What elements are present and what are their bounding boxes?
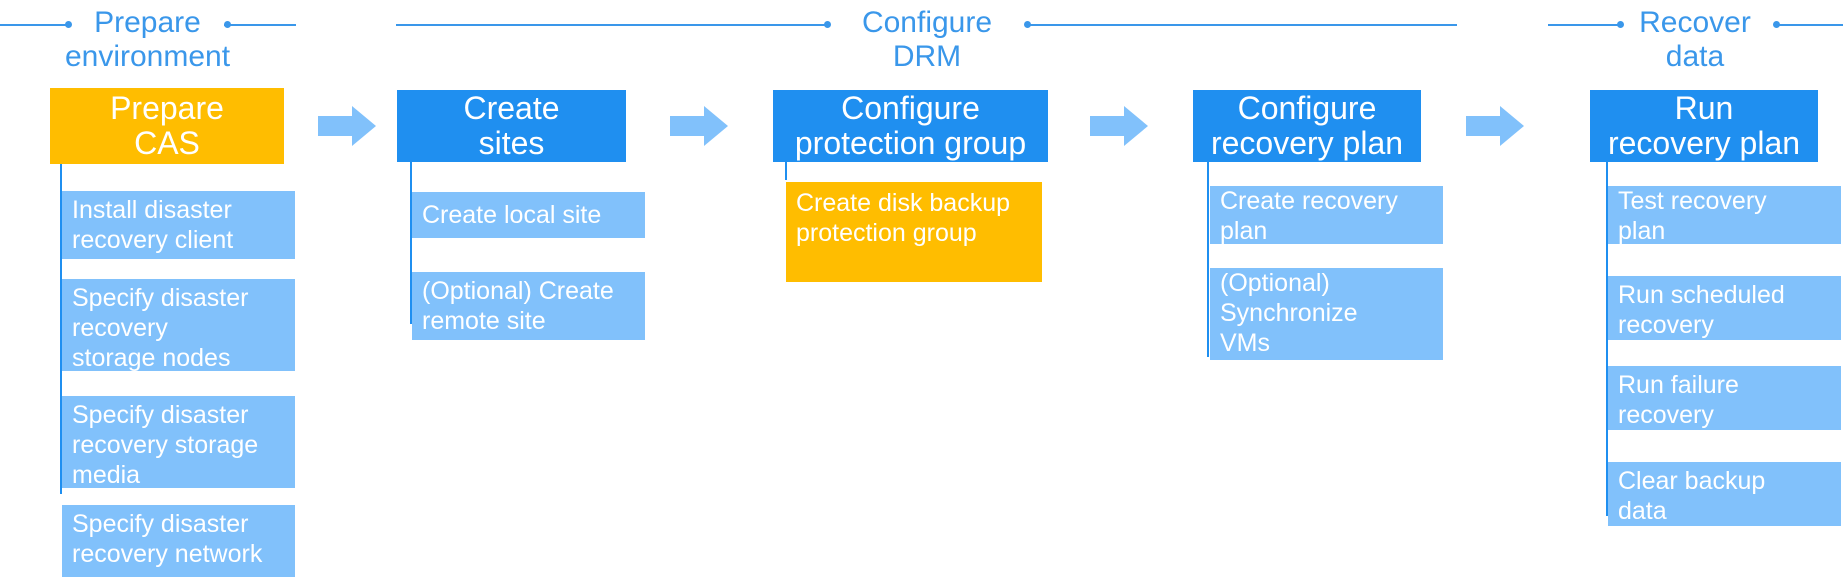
phase-line (0, 24, 66, 26)
phase-line (1548, 24, 1620, 26)
phase-line (1777, 24, 1843, 26)
phase-dot (824, 21, 831, 28)
connector-line (785, 162, 787, 180)
connector-line (1606, 162, 1608, 516)
task-specify-network: Specify disaster recovery network (62, 505, 295, 577)
arrow-right-icon (670, 106, 728, 146)
task-test-recovery-plan: Test recovery plan (1608, 186, 1841, 245)
step-run-recovery-plan: Run recovery plan (1590, 90, 1818, 162)
phase-label: Recover data (1639, 6, 1751, 73)
phase-line (1027, 24, 1457, 26)
task-specify-storage-media: Specify disaster recovery storage media (62, 396, 295, 489)
task-create-remote-site: (Optional) Create remote site (412, 272, 645, 340)
step-configure-protection-group: Configure protection group (773, 90, 1048, 162)
task-run-scheduled-recovery: Run scheduled recovery (1608, 276, 1841, 340)
arrow-right-icon (318, 106, 376, 146)
phase-dot (1617, 21, 1624, 28)
step-configure-recovery-plan: Configure recovery plan (1193, 90, 1421, 162)
connector-line (1207, 162, 1209, 357)
task-clear-backup-data: Clear backup data (1608, 462, 1841, 526)
phase-label: Prepare environment (64, 6, 231, 73)
task-create-recovery-plan: Create recovery plan (1210, 186, 1443, 245)
connector-line (60, 164, 62, 494)
task-specify-storage-nodes: Specify disaster recovery storage nodes (62, 279, 295, 372)
phase-dot (1773, 21, 1780, 28)
arrow-right-icon (1090, 106, 1148, 146)
task-create-disk-backup-group: Create disk backup protection group (786, 182, 1042, 282)
task-run-failure-recovery: Run failure recovery (1608, 366, 1841, 430)
phase-line (224, 24, 296, 26)
step-create-sites: Create sites (397, 90, 626, 162)
phase-dot (65, 21, 72, 28)
phase-line (396, 24, 826, 26)
step-prepare-cas: Prepare CAS (50, 88, 284, 164)
task-synchronize-vms: (Optional) Synchronize VMs (1210, 268, 1443, 360)
connector-line (410, 162, 412, 324)
task-create-local-site: Create local site (412, 192, 645, 238)
task-install-client: Install disaster recovery client (62, 191, 295, 259)
phase-label: Configure DRM (861, 6, 993, 73)
arrow-right-icon (1466, 106, 1524, 146)
